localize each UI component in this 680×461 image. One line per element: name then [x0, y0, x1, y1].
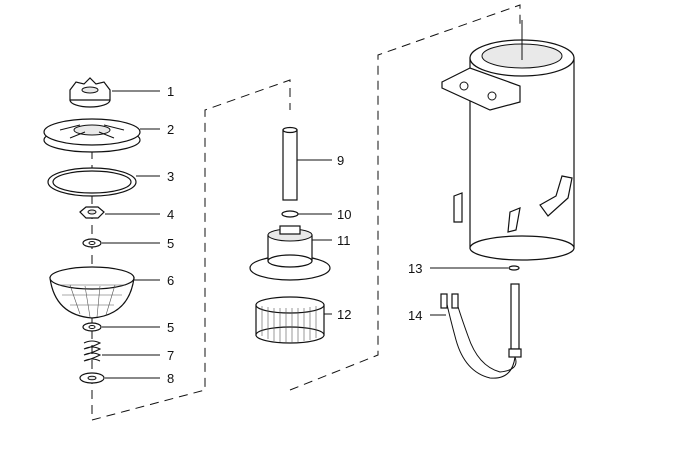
boiler-tank	[441, 20, 575, 261]
label-part-12: 12	[337, 307, 351, 322]
leader-lines-right	[430, 267, 508, 316]
part-7-spring	[83, 340, 102, 362]
label-part-5-bottom: 5	[167, 320, 174, 335]
part-number-labels: 1 2 3 4 5 6 5 7 8 9 10 11 12 13 14	[167, 84, 422, 386]
part-10-o-ring	[281, 210, 299, 218]
label-part-11: 11	[337, 233, 351, 248]
part-1-knob	[69, 77, 111, 108]
label-part-14: 14	[408, 308, 422, 323]
part-4-nut	[79, 206, 105, 219]
part-13-o-ring	[508, 265, 520, 271]
part-14-heating-element	[440, 283, 522, 379]
label-part-13: 13	[408, 261, 422, 276]
label-part-8: 8	[167, 371, 174, 386]
part-12-filter-cartridge	[255, 296, 325, 344]
part-8-washer	[79, 372, 105, 384]
part-11-valve-body	[249, 225, 331, 281]
label-part-10: 10	[337, 207, 351, 222]
label-part-1: 1	[167, 84, 174, 99]
label-part-6: 6	[167, 273, 174, 288]
label-part-5-top: 5	[167, 236, 174, 251]
label-part-7: 7	[167, 348, 174, 363]
label-part-2: 2	[167, 122, 174, 137]
label-part-9: 9	[337, 153, 344, 168]
leader-lines-left	[102, 90, 160, 379]
part-9-tube	[282, 126, 298, 201]
part-3-seal-ring	[47, 167, 137, 197]
part-2-cover-plate	[43, 118, 141, 153]
label-part-4: 4	[167, 207, 174, 222]
part-6-strainer-basket	[49, 266, 135, 319]
leader-lines-middle	[297, 159, 332, 315]
part-5-washer-top	[82, 238, 102, 248]
part-5-washer-bottom	[82, 322, 102, 332]
label-part-3: 3	[167, 169, 174, 184]
